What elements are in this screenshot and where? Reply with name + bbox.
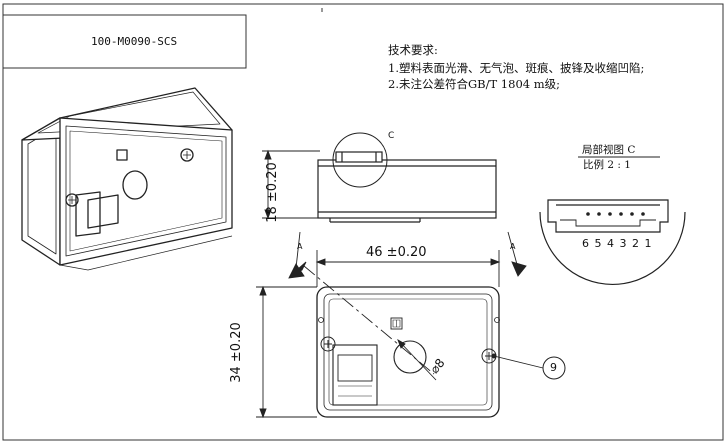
side-view — [317, 132, 497, 223]
balloon-leader — [491, 353, 566, 380]
detail-pins — [586, 212, 645, 216]
detail-callout-label: C — [388, 131, 395, 141]
front-height-label: 34 ±0.20 — [228, 322, 244, 383]
front-width-label: 46 ±0.20 — [366, 245, 427, 260]
detail-view-scale: 比例 2 : 1 — [583, 159, 631, 171]
side-height-label: 18 ±0.20 — [264, 162, 280, 223]
section-mark-right: A — [510, 242, 516, 251]
diameter-leader — [397, 338, 437, 381]
technical-requirements: 技术要求: 1.塑料表面光滑、无气泡、斑痕、披锋及收缩凹陷; 2.未注公差符合G… — [388, 43, 645, 91]
sheet-border — [2, 3, 724, 441]
isometric-view — [21, 87, 233, 271]
requirements-heading: 技术要求: — [388, 43, 438, 57]
front-height-dimension — [256, 285, 317, 419]
front-view — [316, 286, 500, 418]
detail-view-c — [539, 156, 686, 286]
requirement-item-2: 2.未注公差符合GB/T 1804 m级; — [388, 77, 561, 91]
requirement-item-1: 1.塑料表面光滑、无气泡、斑痕、披锋及收缩凹陷; — [388, 60, 645, 75]
part-number: 100-M0090-SCS — [91, 35, 178, 48]
detail-pin-numbers: 6 5 4 3 2 1 — [582, 237, 653, 250]
balloon-number: 9 — [550, 361, 557, 374]
detail-view-title: 局部视图 C — [582, 144, 636, 156]
front-width-dimension — [315, 250, 501, 287]
section-line-a — [288, 231, 527, 375]
title-block-frame — [2, 14, 247, 69]
side-height-dimension — [262, 149, 320, 220]
section-mark-left: A — [297, 242, 303, 251]
